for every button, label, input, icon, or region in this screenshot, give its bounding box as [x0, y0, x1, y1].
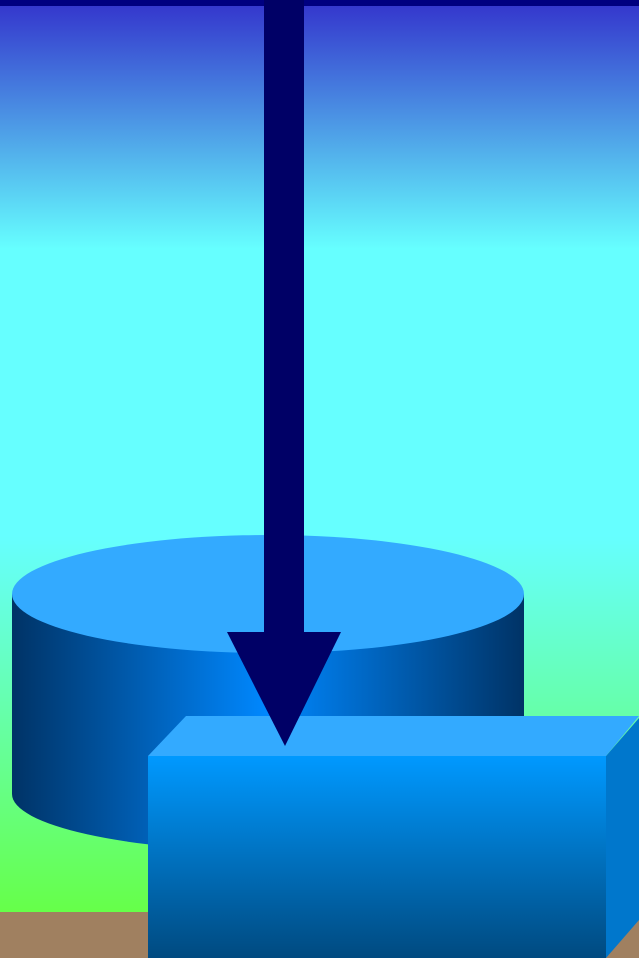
- downward-arrow: [227, 0, 341, 746]
- box-top-face: [148, 716, 639, 756]
- top-border: [0, 0, 639, 6]
- arrow-head: [227, 632, 341, 746]
- box-shape: [148, 716, 639, 958]
- box-front-face: [148, 756, 606, 958]
- box-side-face: [606, 718, 639, 958]
- arrow-shaft: [264, 0, 304, 634]
